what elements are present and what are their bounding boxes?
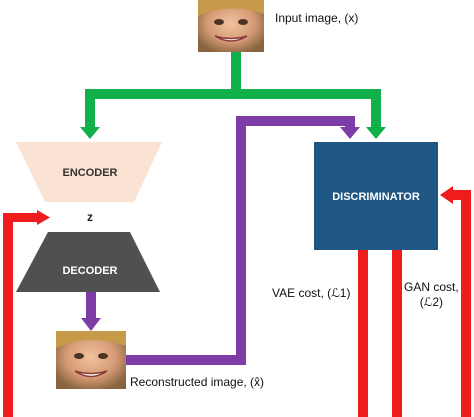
- discriminator-label: DISCRIMINATOR: [332, 191, 420, 203]
- green-line-left-drop: [85, 89, 95, 129]
- reconstructed-image: [56, 331, 126, 389]
- reconstructed-image-label: Reconstructed image, (x̂): [130, 375, 265, 389]
- input-image-label: Input image, (x): [275, 11, 359, 25]
- purple-line-vertical: [236, 116, 246, 365]
- vae-cost-label: VAE cost, (ℒ1): [272, 286, 351, 300]
- red-line-right-edge: [461, 190, 471, 417]
- discriminator-block: [314, 142, 438, 250]
- green-line-right-drop: [371, 89, 381, 129]
- gan-cost-label: GAN cost, (ℒ2): [404, 280, 459, 310]
- encoder-label: ENCODER: [62, 167, 117, 179]
- red-flow-lines: [3, 186, 471, 417]
- red-line-left-edge: [3, 213, 13, 417]
- purple-line-recon-right: [126, 355, 246, 365]
- green-line-stem: [231, 52, 241, 92]
- green-arrowhead-discriminator: [366, 127, 386, 139]
- gan-cost-label-line1: GAN cost,: [404, 280, 459, 294]
- decoder-label: DECODER: [62, 265, 117, 277]
- gan-cost-label-line2: (ℒ2): [419, 295, 443, 309]
- red-line-vae-down: [358, 250, 368, 417]
- red-line-to-discriminator: [451, 190, 471, 200]
- purple-flow-lines: [81, 116, 360, 365]
- purple-arrowhead-reconstructed: [81, 318, 101, 331]
- red-arrowhead-z: [37, 210, 50, 225]
- purple-arrowhead-discriminator: [340, 127, 360, 139]
- purple-line-top: [236, 116, 355, 126]
- green-flow-lines: [80, 52, 386, 139]
- latent-z-label: z: [87, 210, 93, 224]
- green-line-horizontal: [85, 89, 381, 99]
- green-arrowhead-encoder: [80, 127, 100, 139]
- red-line-to-z: [3, 213, 39, 222]
- decoder-block: [16, 232, 160, 292]
- purple-line-drop: [345, 116, 355, 130]
- input-image: [198, 0, 264, 52]
- red-arrowhead-discriminator: [440, 186, 453, 204]
- red-line-gan-down: [392, 250, 402, 417]
- purple-line-decoder-down: [86, 292, 96, 320]
- encoder-block: [16, 142, 162, 202]
